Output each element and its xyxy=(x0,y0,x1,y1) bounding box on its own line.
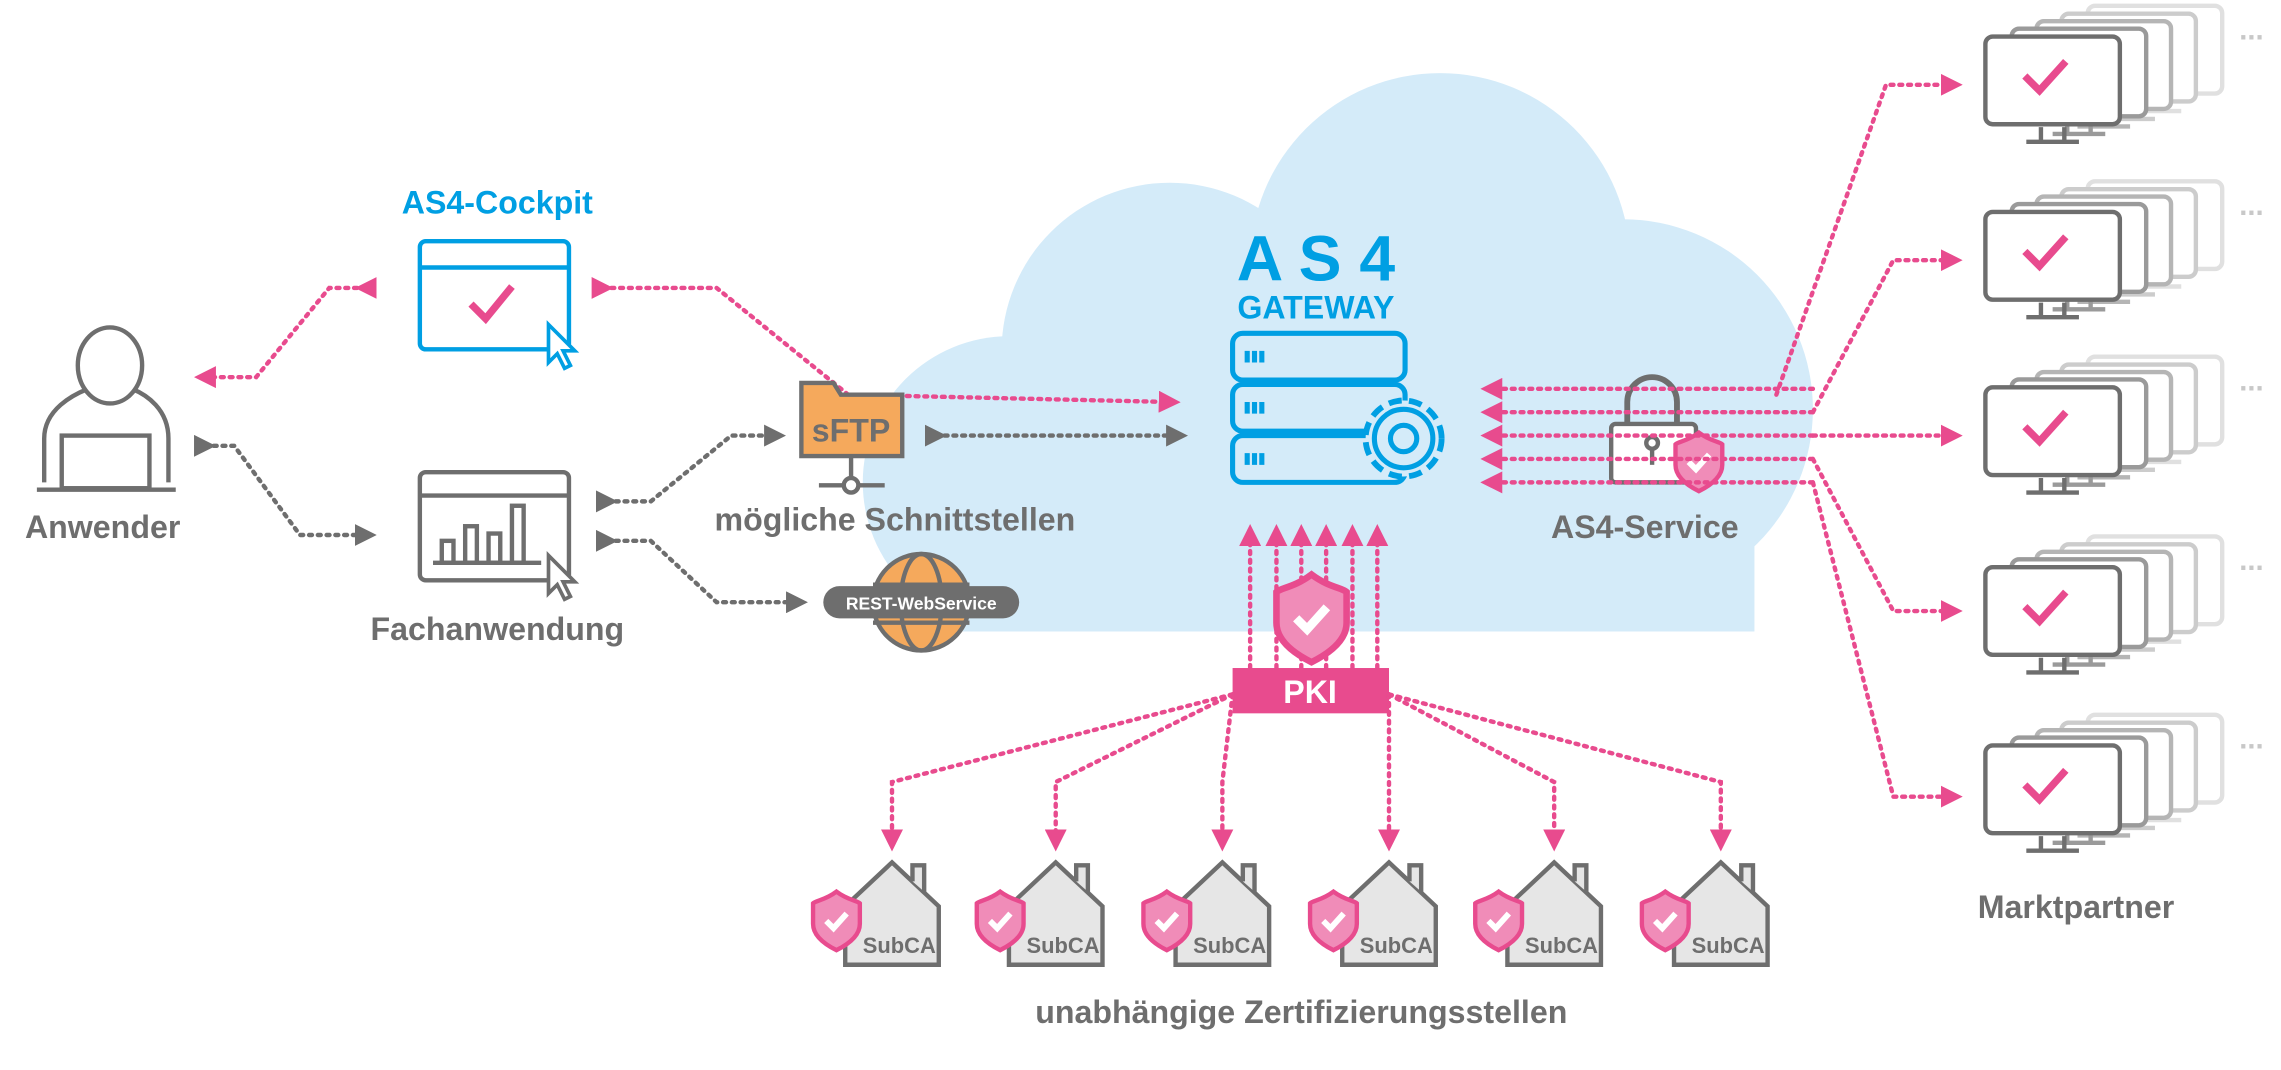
cockpit-window-icon[interactable] xyxy=(417,238,580,371)
rest-webservice-globe-icon[interactable]: REST-WebService xyxy=(823,551,1020,653)
check-icon xyxy=(2022,58,2069,96)
business-app-label: Fachanwendung xyxy=(371,611,625,647)
subca-item: SubCA xyxy=(1310,692,1436,964)
subca-label: SubCA xyxy=(1360,933,1433,958)
sftp-folder-icon[interactable]: sFTP xyxy=(799,380,905,495)
sftp-label: sFTP xyxy=(812,412,891,448)
subca-shield-icon xyxy=(1475,892,1522,950)
subca-item: SubCA xyxy=(977,692,1235,964)
partner-monitors: ............... xyxy=(1985,6,2264,851)
subca-label: SubCA xyxy=(1525,933,1598,958)
partners-label: Marktpartner xyxy=(1978,889,2175,925)
subca-item: SubCA xyxy=(1143,692,1269,964)
user-cockpit-connector xyxy=(194,277,377,389)
subca-label: SubCA xyxy=(863,933,936,958)
gateway-title: A S 4 xyxy=(1237,223,1396,295)
gateway-subtitle: GATEWAY xyxy=(1237,290,1394,326)
user-icon xyxy=(36,325,176,492)
pki-shield-icon xyxy=(1276,574,1346,662)
rest-label: REST-WebService xyxy=(846,594,997,614)
subca-label: SubCA xyxy=(1692,933,1765,958)
service-gateway-arrows xyxy=(1480,377,1816,494)
check-icon xyxy=(2022,767,2069,805)
user-app-connector xyxy=(194,434,377,546)
business-app-window-icon[interactable] xyxy=(417,469,580,602)
check-icon xyxy=(2022,589,2069,627)
partner-connectors xyxy=(1774,73,1963,808)
more-partners-ellipsis: ... xyxy=(2239,14,2263,46)
partner-monitor: ... xyxy=(1985,357,2264,493)
cloud xyxy=(862,73,1813,632)
pki-box xyxy=(1232,668,1389,714)
subca-shield-icon xyxy=(1143,892,1190,950)
subca-item: SubCA xyxy=(1386,692,1601,964)
app-sftp-connector xyxy=(595,424,787,513)
subca-group: SubCA SubCA SubCA SubCA SubCA SubCA xyxy=(813,692,1768,964)
subca-group-label: unabhängige Zertifizierungsstellen xyxy=(1035,994,1567,1030)
subca-shield-icon xyxy=(1310,892,1357,950)
user-label: Anwender xyxy=(25,509,181,545)
subca-item: SubCA xyxy=(813,692,1235,964)
subca-item: SubCA xyxy=(1386,692,1768,964)
partner-monitor: ... xyxy=(1985,6,2264,142)
interfaces-label: mögliche Schnittstellen xyxy=(715,502,1076,538)
partner-monitor: ... xyxy=(1985,536,2264,672)
more-partners-ellipsis: ... xyxy=(2239,190,2263,222)
cockpit-gateway-connector xyxy=(591,277,1181,413)
subca-shield-icon xyxy=(813,892,860,950)
service-label: AS4-Service xyxy=(1551,509,1739,545)
more-partners-ellipsis: ... xyxy=(2239,723,2263,755)
partner-monitor: ... xyxy=(1985,715,2264,851)
cockpit-title: AS4-Cockpit xyxy=(402,184,593,220)
subca-label: SubCA xyxy=(1027,933,1100,958)
subca-label: SubCA xyxy=(1193,933,1266,958)
subca-shield-icon xyxy=(977,892,1024,950)
check-icon xyxy=(2022,409,2069,447)
more-partners-ellipsis: ... xyxy=(2239,545,2263,577)
check-icon xyxy=(2022,234,2069,272)
app-rest-connector xyxy=(595,529,808,614)
pki-label: PKI xyxy=(1283,674,1337,710)
more-partners-ellipsis: ... xyxy=(2239,365,2263,397)
gear-icon xyxy=(1362,397,1445,480)
partner-monitor: ... xyxy=(1985,181,2264,317)
subca-shield-icon xyxy=(1642,892,1689,950)
